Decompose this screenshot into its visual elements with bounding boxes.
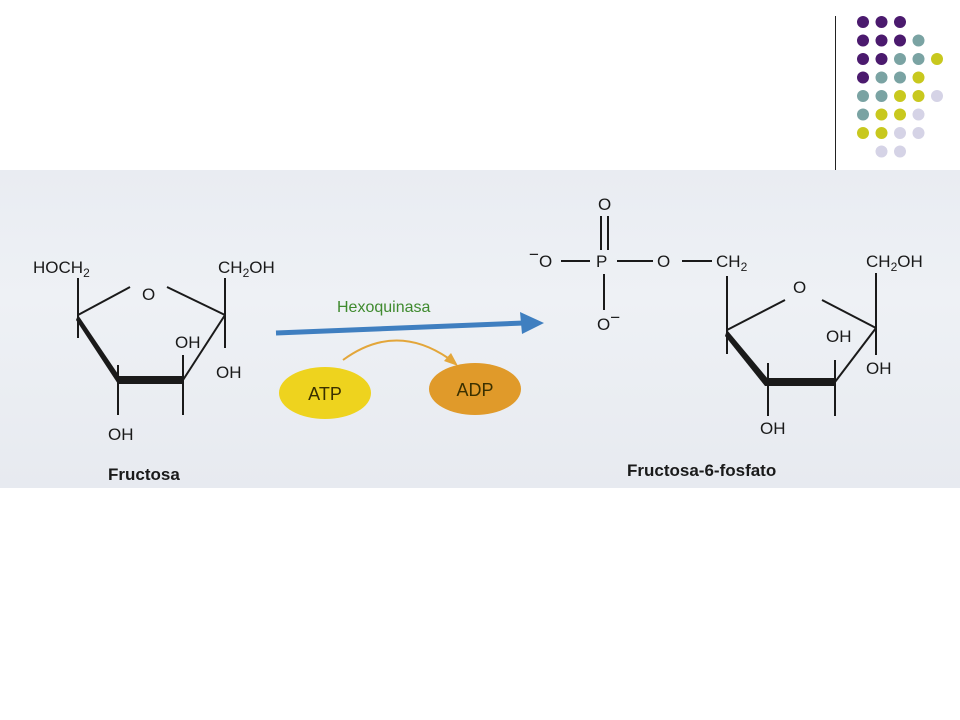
phosphate-top-oxygen: O — [598, 195, 611, 214]
phosphate-bottom-oxygen: O− — [597, 308, 620, 334]
decorative-dot — [894, 16, 906, 28]
decorative-dot — [875, 53, 888, 65]
decorative-dot — [894, 53, 906, 65]
product-hydroxyl-c4: OH — [760, 419, 786, 438]
hydroxyl-c3: OH — [175, 333, 201, 352]
product-hydroxyl-c2: OH — [866, 359, 892, 378]
decorative-dot — [894, 145, 906, 158]
phosphate-left-oxygen: −O — [529, 245, 552, 271]
decorative-dot — [857, 34, 869, 47]
hexokinase-reaction-diagram: HOCH2 CH2OH O OH OH OH Fructosa Hexoquin… — [33, 195, 923, 484]
decorative-dot — [931, 53, 943, 65]
hydroxyl-c2: OH — [216, 363, 242, 382]
product-name: Fructosa-6-fosfato — [627, 461, 776, 480]
decorative-dot — [857, 71, 869, 84]
decorative-dot — [857, 108, 869, 121]
reaction-arrow-head — [520, 312, 544, 334]
hydroxyl-c4: OH — [108, 425, 134, 444]
decorative-dot — [912, 34, 925, 47]
decorative-dot — [875, 90, 888, 102]
fructose-molecule: HOCH2 CH2OH O OH OH OH Fructosa — [33, 258, 275, 484]
adp-label: ADP — [456, 380, 493, 400]
decorative-dot — [875, 145, 888, 158]
atp-label: ATP — [308, 384, 342, 404]
decorative-dot — [875, 127, 888, 139]
decorative-dot — [894, 127, 906, 139]
decorative-dot — [857, 16, 869, 28]
decorative-dot — [912, 71, 925, 84]
ring-oxygen: O — [142, 285, 155, 304]
decorative-divider-line — [835, 16, 836, 172]
cofactor-curve-arrow — [342, 339, 449, 361]
decorative-dot — [875, 16, 888, 28]
fructose-6-phosphate-molecule: O −O P O O− CH2 O CH2OH OH OH OH Fructos… — [529, 195, 923, 480]
decorative-dot-grid — [857, 16, 943, 158]
hoch2-group: HOCH2 — [33, 258, 90, 280]
bridge-oxygen: O — [657, 252, 670, 271]
decorative-dot — [894, 108, 906, 121]
decorative-dot — [912, 108, 925, 121]
decorative-dot — [894, 90, 906, 102]
cofactor-curve-arrowhead — [444, 353, 458, 366]
product-ch2oh-group: CH2OH — [866, 252, 923, 274]
decorative-dot — [875, 34, 888, 47]
product-hydroxyl-c3: OH — [826, 327, 852, 346]
product-ring-oxygen: O — [793, 278, 806, 297]
ch2oh-group: CH2OH — [218, 258, 275, 280]
decorative-dot — [912, 90, 925, 102]
decorative-dot — [931, 90, 943, 102]
phosphorus-atom: P — [596, 252, 607, 271]
ch2-linker: CH2 — [716, 252, 748, 274]
decorative-dot — [857, 127, 869, 139]
adp-cofactor — [429, 363, 521, 415]
diagram-background — [0, 170, 960, 488]
reaction-arrow-group: Hexoquinasa ATP ADP — [275, 299, 544, 419]
enzyme-label: Hexoquinasa — [337, 299, 431, 316]
reaction-arrow — [275, 320, 525, 336]
decorative-dot — [857, 90, 869, 102]
decorative-dot — [857, 53, 869, 65]
decorative-dot — [912, 53, 925, 65]
atp-cofactor — [279, 367, 371, 419]
substrate-name: Fructosa — [108, 465, 180, 484]
decorative-dot — [875, 108, 888, 121]
decorative-dot — [894, 34, 906, 47]
decorative-dot — [875, 71, 888, 84]
decorative-dot — [894, 71, 906, 84]
decorative-dot — [912, 127, 925, 139]
